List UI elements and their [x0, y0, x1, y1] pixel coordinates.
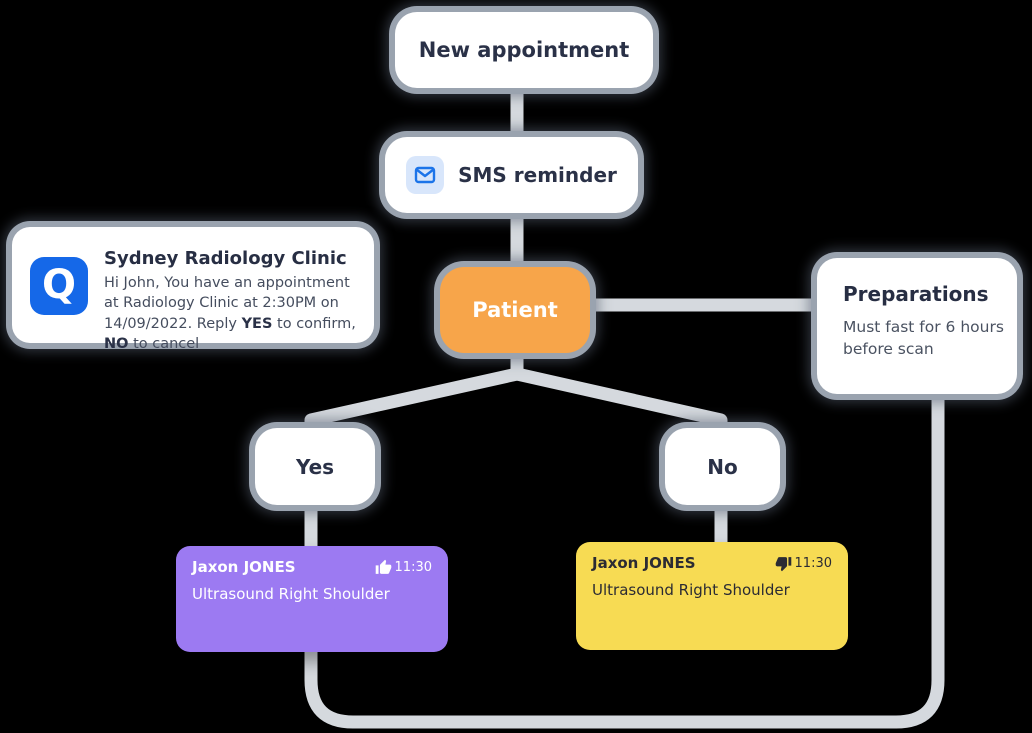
message-body: Hi John, You have an appointment at Radi…	[104, 275, 356, 352]
patient-name: Jaxon JONES	[592, 554, 696, 572]
node-new-appointment[interactable]: New appointment	[395, 12, 653, 88]
appointment-time: 11:30	[794, 555, 832, 571]
appointment-card-declined[interactable]: Jaxon JONES 11:30 Ultrasound Right Shoul…	[576, 542, 848, 650]
procedure-name: Ultrasound Right Shoulder	[192, 585, 390, 603]
node-branch-no[interactable]: No	[665, 428, 780, 505]
procedure-name: Ultrasound Right Shoulder	[592, 581, 790, 599]
node-label: New appointment	[418, 38, 630, 62]
q-logo-letter: Q	[41, 262, 76, 308]
card-meta: 11:30	[375, 559, 432, 576]
envelope-icon	[406, 156, 445, 194]
node-label: SMS reminder	[458, 163, 617, 187]
appointment-time: 11:30	[394, 559, 432, 575]
node-label: No	[707, 454, 738, 479]
node-sms-reminder[interactable]: SMS reminder	[385, 137, 638, 213]
message-title: Sydney Radiology Clinic	[104, 248, 347, 269]
node-label: Yes	[295, 454, 335, 479]
thumbs-up-icon	[375, 559, 391, 574]
connector-loop-bottom	[304, 392, 945, 729]
thumbs-down-icon	[775, 556, 791, 571]
connector-patient-to-yes	[304, 348, 524, 440]
appointment-card-confirmed[interactable]: Jaxon JONES 11:30 Ultrasound Right Shoul…	[176, 546, 448, 652]
node-patient[interactable]: Patient	[440, 267, 590, 353]
node-label: Patient	[472, 298, 558, 322]
patient-name: Jaxon JONES	[192, 558, 296, 576]
node-preparations[interactable]: Preparations Must fast for 6 hours befor…	[817, 258, 1017, 394]
card-meta: 11:30	[775, 555, 832, 572]
sms-message-card[interactable]: Q Sydney Radiology Clinic Hi John, You h…	[12, 227, 374, 352]
reply-no-keyword: NO	[104, 335, 129, 352]
card-header: Jaxon JONES 11:30	[592, 554, 832, 572]
reply-yes-keyword: YES	[241, 315, 273, 332]
card-header: Jaxon JONES 11:30	[192, 558, 432, 576]
node-branch-yes[interactable]: Yes	[255, 428, 375, 505]
preparations-body: Must fast for 6 hours before scan	[843, 318, 1004, 359]
q-logo-icon: Q	[30, 257, 88, 315]
message-text: Sydney Radiology Clinic Hi John, You hav…	[104, 227, 366, 354]
preparations-title: Preparations	[843, 282, 989, 306]
